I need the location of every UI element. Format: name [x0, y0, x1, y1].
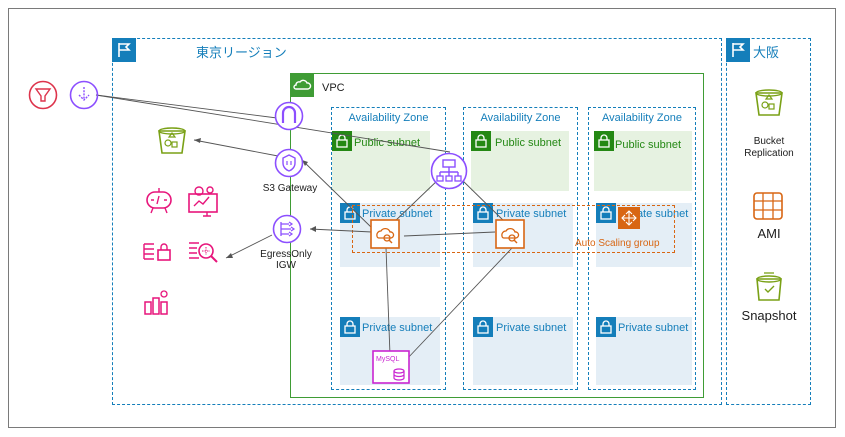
region-flag-icon: [726, 38, 750, 62]
diagram-frame: [8, 8, 836, 428]
connector-line: [309, 228, 373, 233]
ami-icon: [753, 192, 783, 220]
public-subnet-lock-icon: [332, 131, 352, 151]
private-subnet-3a: [596, 203, 692, 267]
log-search-icon: [189, 242, 218, 263]
availability-zone-2: [463, 107, 578, 390]
private-subnet-lock-icon: [596, 317, 616, 337]
private-subnet-label: Private subnet: [362, 322, 433, 334]
private-subnet-label: Private subnet: [496, 208, 567, 220]
public-subnet-lock-icon: [594, 131, 614, 151]
public-subnet-2: [471, 131, 569, 191]
mysql-label: MySQL: [376, 356, 399, 363]
private-subnet-lock-icon: [596, 203, 616, 223]
ec2-instance-icon: [495, 219, 525, 249]
connector-line: [405, 247, 513, 361]
vpc-cloud-icon: [290, 73, 314, 97]
download-icon: [69, 80, 99, 110]
availability-zone-label: Availability Zone: [348, 112, 429, 124]
egress-only-gateway-icon: [272, 214, 302, 244]
public-subnet-label: Public subnet: [615, 139, 682, 151]
arrowhead: [194, 138, 201, 143]
arrowhead: [302, 160, 308, 166]
availability-zone-label: Availability Zone: [602, 112, 682, 124]
tokyo-region: [112, 38, 722, 405]
connector-line: [403, 231, 496, 237]
auto-scaling-icon: [618, 207, 640, 229]
connector-line: [301, 159, 373, 229]
connector-line: [225, 234, 273, 259]
cloudwatch-logs-icon: [146, 188, 172, 214]
osaka-region-label: 大阪: [753, 45, 780, 60]
s3-gateway-label: S3 Gateway: [262, 183, 318, 194]
arrowhead: [226, 253, 233, 258]
vpc-label: VPC: [322, 82, 345, 94]
tokyo-region-label: 東京リージョン: [196, 45, 287, 60]
ec2-instance-icon: [370, 219, 400, 249]
connector-line: [385, 247, 391, 356]
snapshot-label: Snapshot: [741, 308, 797, 323]
private-subnet-3b: [596, 317, 692, 385]
public-subnet-label: Public subnet: [354, 137, 421, 149]
snapshot-icon: [756, 272, 782, 301]
private-subnet-lock-icon: [340, 317, 360, 337]
filter-icon: [28, 80, 58, 110]
private-subnet-lock-icon: [473, 317, 493, 337]
private-subnet-label: Private subnet: [362, 208, 433, 220]
connector-line: [95, 94, 278, 119]
connector-line: [193, 139, 279, 157]
availability-zone-1: [331, 107, 446, 390]
osaka-region: [726, 38, 811, 405]
egress-only-igw-label: EgressOnly: [260, 249, 312, 260]
auto-scaling-group: [352, 205, 675, 253]
private-subnet-label: Private subnet: [496, 322, 567, 334]
public-subnet-lock-icon: [471, 131, 491, 151]
load-balancer-icon: [430, 152, 468, 190]
egress-only-igw-label: IGW: [276, 260, 296, 271]
private-subnet-lock-icon: [473, 203, 493, 223]
s3-bucket-icon: [158, 127, 186, 154]
ami-label: AMI: [757, 226, 781, 241]
region-flag-icon: [112, 38, 136, 62]
bucket-replication-label: Replication: [744, 148, 794, 159]
connector-line: [459, 177, 508, 225]
arrowhead: [310, 226, 316, 232]
monitoring-dashboard-icon: [188, 186, 218, 217]
public-subnet-3: [594, 131, 692, 191]
auto-scaling-group-label: Auto Scaling group: [575, 238, 660, 249]
bar-chart-icon: [144, 290, 168, 315]
s3-gateway-endpoint-icon: [274, 148, 304, 178]
connector-line: [95, 94, 451, 153]
availability-zone-3: [588, 107, 696, 390]
replica-bucket-icon: [755, 89, 783, 116]
internet-gateway-icon: [274, 101, 304, 131]
availability-zone-label: Availability Zone: [480, 112, 561, 124]
private-subnet-label: Private subnet: [618, 322, 689, 334]
public-subnet-label: Public subnet: [495, 137, 562, 149]
bucket-replication-label: Bucket: [753, 136, 785, 147]
rds-mysql-icon: MySQL: [372, 350, 410, 384]
private-subnet-2b: [473, 317, 573, 385]
access-control-lock-icon: [143, 243, 171, 261]
connector-line: [391, 177, 441, 225]
